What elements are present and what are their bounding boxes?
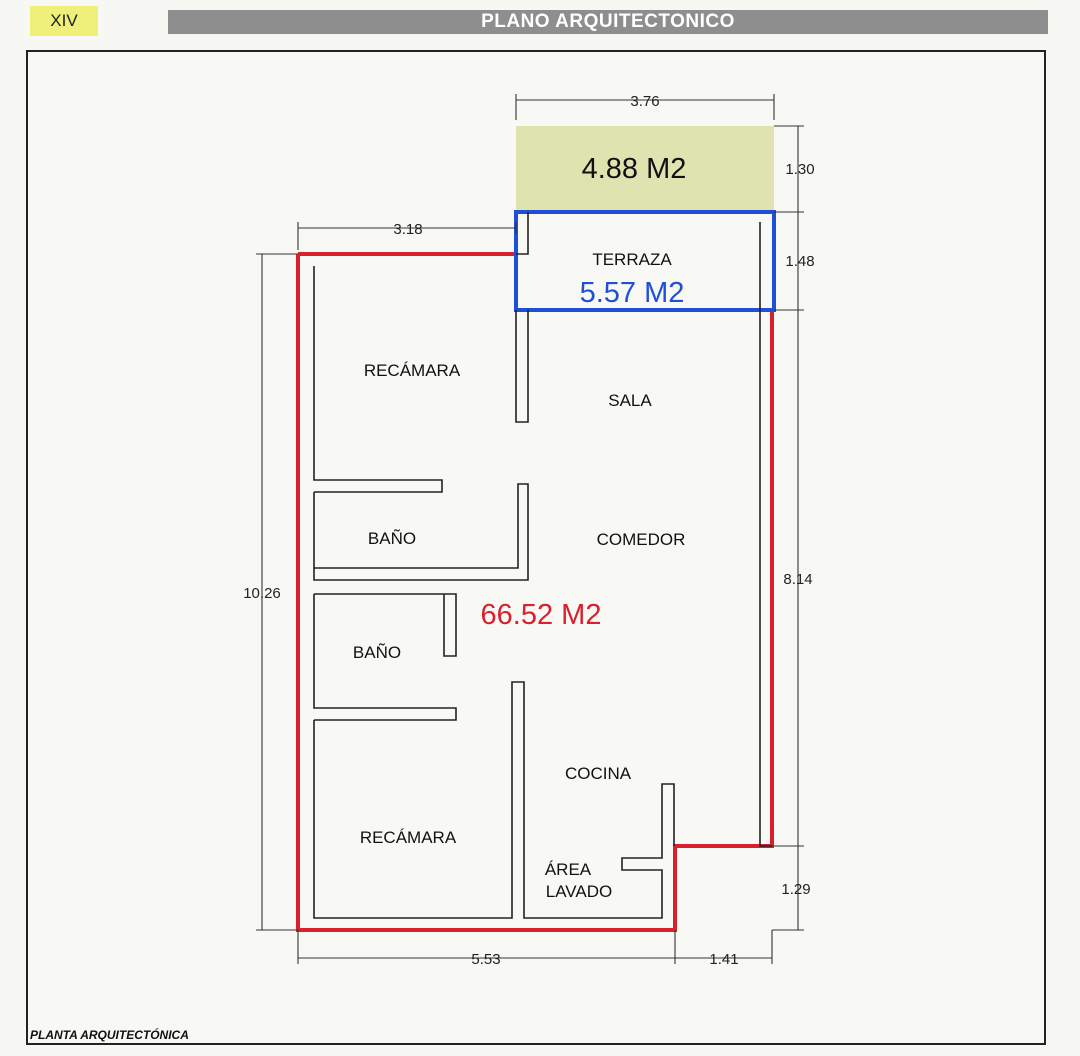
- header-title: PLANO ARQUITECTONICO: [168, 10, 1048, 34]
- room-bano-top: BAÑO: [368, 529, 416, 548]
- room-area-lavado-line2: LAVADO: [546, 882, 612, 901]
- dim-terrace-height: 1.48: [785, 253, 814, 270]
- top-extension-area: [516, 126, 774, 212]
- top-extension-area-label: 4.88 M2: [582, 153, 687, 185]
- room-recamara-top: RECÁMARA: [364, 361, 461, 380]
- dim-upper-left-width: 3.18: [393, 221, 422, 238]
- room-comedor: COMEDOR: [597, 530, 686, 549]
- drawing-frame: [26, 50, 1046, 1045]
- dim-top-width: 3.76: [630, 93, 659, 110]
- terrace-area-label: 5.57 M2: [580, 277, 685, 309]
- room-cocina: COCINA: [565, 764, 632, 783]
- room-recamara-bottom: RECÁMARA: [360, 828, 457, 847]
- terrace-outline: [514, 210, 776, 312]
- dim-right-height: 8.14: [783, 571, 812, 588]
- main-outline: [296, 252, 774, 932]
- dimension-lines: [256, 94, 804, 964]
- interior-walls: [313, 212, 772, 919]
- room-area-lavado-line1: ÁREA: [545, 860, 592, 879]
- room-sala: SALA: [608, 391, 652, 410]
- section-badge: XIV: [30, 6, 98, 36]
- room-bano-bottom: BAÑO: [353, 643, 401, 662]
- dim-top-right-height: 1.30: [785, 161, 814, 178]
- room-terraza: TERRAZA: [592, 250, 672, 269]
- main-area-label: 66.52 M2: [481, 599, 602, 631]
- footer-label: PLANTA ARQUITECTÓNICA: [30, 1028, 189, 1042]
- dim-notch-height: 1.29: [781, 881, 810, 898]
- dim-bottom-right-width: 1.41: [709, 951, 738, 968]
- dim-bottom-left-width: 5.53: [471, 951, 500, 968]
- dim-total-left-height: 10.26: [243, 585, 281, 602]
